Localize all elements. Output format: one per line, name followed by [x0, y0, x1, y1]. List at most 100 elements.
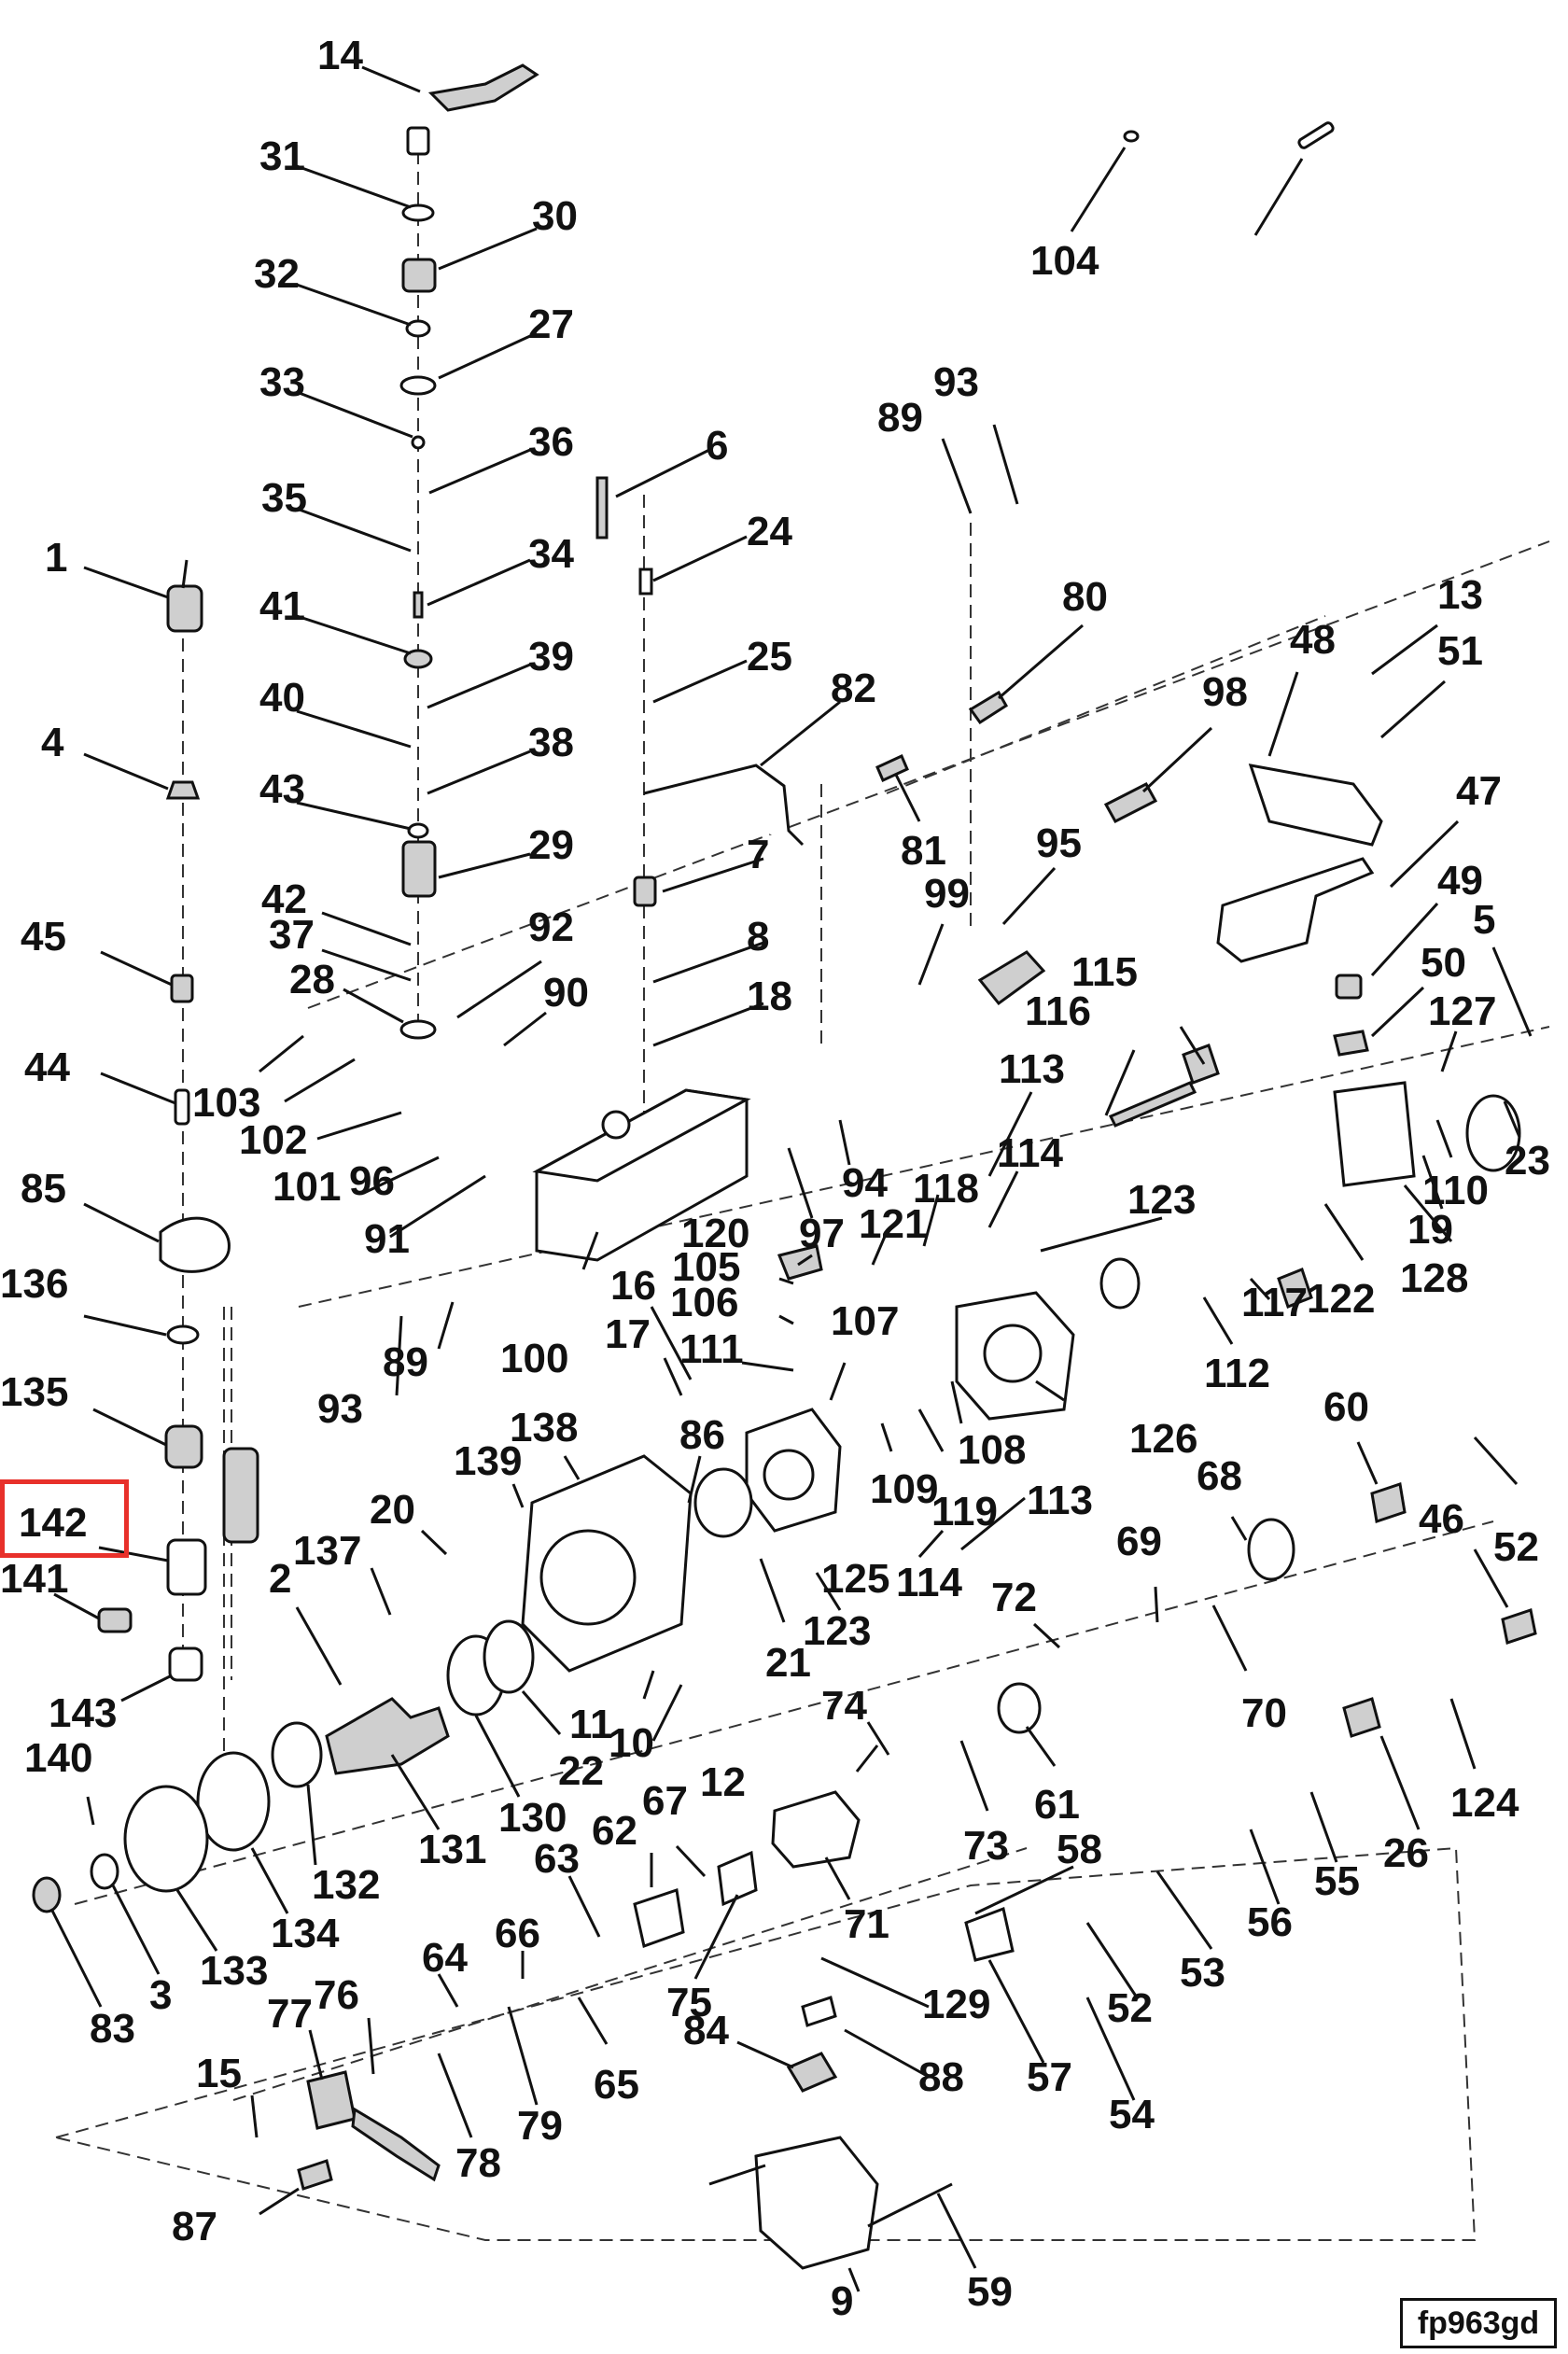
part-58 — [964, 1906, 1015, 1962]
callout-143: 143 — [49, 1690, 117, 1736]
part-29-filter — [401, 840, 437, 898]
callout-62: 62 — [592, 1808, 637, 1854]
callout-99: 99 — [924, 871, 970, 917]
part-1-spring — [166, 584, 203, 633]
callout-84: 129 — [922, 1982, 990, 2027]
callout-135: 135 — [0, 1369, 68, 1415]
callout-92: 92 — [528, 904, 574, 950]
callout-120: 120 — [681, 1211, 749, 1256]
callout-137: 137 — [293, 1528, 361, 1574]
part-117-gear — [1277, 1268, 1313, 1309]
callout-34: 34 — [528, 531, 574, 577]
callout-132: 132 — [312, 1862, 380, 1908]
callout-9: 59 — [967, 2269, 1013, 2315]
highlight-box-142 — [0, 1479, 129, 1558]
callout-89b: 89 — [383, 1339, 428, 1385]
callout-116: 116 — [1025, 988, 1091, 1034]
callout-113: 113 — [999, 1046, 1065, 1092]
callout-123b: 123 — [803, 1608, 871, 1654]
callout-139: 139 — [454, 1438, 522, 1484]
callout-55: 26 — [1383, 1830, 1429, 1876]
callout-91: 91 — [364, 1216, 410, 1262]
callout-83: 83 — [90, 2006, 135, 2052]
callout-5: 5 — [1473, 897, 1495, 943]
callout-105: 105 — [672, 1244, 740, 1290]
callout-41: 41 — [259, 583, 305, 629]
callout-88: 84 — [683, 2008, 729, 2053]
part-71-block — [771, 1790, 861, 1869]
callout-141: 141 — [0, 1556, 68, 1602]
part-15-plug — [297, 2159, 333, 2191]
part-116-shaft — [1108, 1081, 1197, 1128]
part-14-cap — [406, 126, 430, 156]
parts-top-right — [1123, 121, 1335, 149]
callout-53: 56 — [1247, 1899, 1293, 1945]
callout-30: 30 — [532, 193, 578, 239]
callout-117: 117 — [1241, 1280, 1308, 1325]
callout-134: 134 — [271, 1911, 340, 1956]
callout-108: 108 — [958, 1427, 1026, 1473]
callout-69: 69 — [1116, 1519, 1162, 1564]
part-88-clip — [786, 2052, 838, 2093]
part-spring-tube — [222, 1447, 259, 1544]
callout-111: 111 — [679, 1326, 744, 1372]
callout-17: 17 — [605, 1311, 651, 1357]
callout-113b: 113 — [1027, 1478, 1093, 1523]
callout-87: 88 — [918, 2054, 964, 2100]
part-128-cover — [1333, 1081, 1416, 1187]
callout-1: 1 — [45, 535, 67, 581]
part-22-ring — [483, 1619, 535, 1694]
callout-57: 52 — [1107, 1985, 1153, 2031]
part-95-99 — [977, 950, 1046, 1006]
part-32-washer — [405, 319, 431, 338]
part-129-rod — [708, 2164, 766, 2186]
callout-107: 107 — [831, 1298, 899, 1344]
callout-75: 75 — [666, 1980, 712, 2025]
assembly-axes — [55, 131, 1550, 2241]
callout-72: 72 — [991, 1575, 1037, 1620]
callout-45: 45 — [21, 914, 66, 960]
callout-126: 126 — [1129, 1416, 1197, 1462]
callout-27: 27 — [528, 301, 574, 347]
callout-75b: 76 — [314, 1972, 359, 2018]
callout-63: 63 — [534, 1836, 580, 1882]
callout-82: 82 — [831, 666, 876, 711]
callout-40: 40 — [259, 675, 305, 721]
part-100-top — [532, 1088, 751, 1183]
callout-32: 32 — [254, 251, 300, 297]
callout-93: 93 — [933, 359, 979, 405]
part-131-crank — [325, 1697, 450, 1775]
part-75-gasket — [717, 1850, 758, 1907]
part-85-gasket — [159, 1216, 231, 1273]
callout-8: 8 — [747, 914, 769, 960]
callout-52b: 54 — [1109, 2092, 1155, 2137]
part-27-ring — [399, 375, 437, 396]
callout-39: 39 — [528, 634, 574, 680]
callout-140: 140 — [24, 1735, 92, 1781]
part-83 — [32, 1876, 62, 1913]
callout-106: 106 — [670, 1280, 738, 1325]
part-87-ring — [801, 1996, 837, 2027]
callout-96: 96 — [349, 1158, 395, 1204]
callout-93b: 93 — [317, 1386, 363, 1432]
callout-70: 70 — [1241, 1690, 1287, 1736]
callout-36: 36 — [528, 419, 574, 465]
callout-13: 13 — [1437, 572, 1483, 618]
callout-80: 80 — [1062, 574, 1108, 620]
callout-59: 58 — [1057, 1827, 1102, 1872]
callout-21: 21 — [765, 1640, 811, 1686]
part-132-bearing — [271, 1721, 323, 1788]
callout-142: 142 — [19, 1500, 87, 1546]
part-125-bore — [763, 1449, 815, 1501]
part-4-valve — [165, 780, 201, 800]
callout-102: 102 — [239, 1117, 307, 1163]
callout-127: 127 — [1428, 988, 1496, 1034]
part-98 — [1103, 782, 1158, 823]
part-61-ring — [997, 1682, 1042, 1734]
callout-52: 52 — [1493, 1524, 1539, 1570]
part-115-gear — [1182, 1044, 1220, 1085]
part-45 — [170, 974, 194, 1003]
part-50 — [1333, 1030, 1369, 1057]
part-6-bolt — [595, 476, 609, 539]
